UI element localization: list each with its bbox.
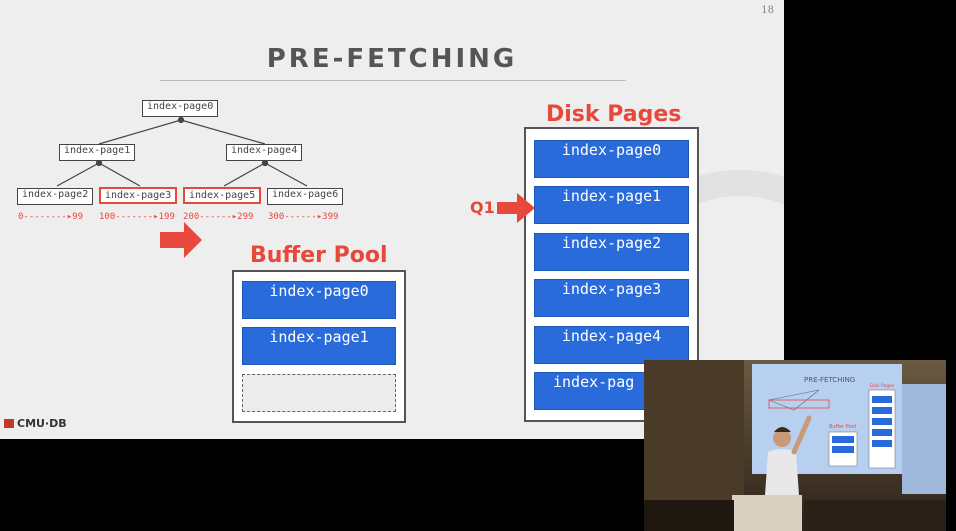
query-pointer-arrow-icon [497,193,535,223]
slide-title: PRE-FETCHING [266,44,518,74]
buffer-slot-empty [242,374,396,412]
key-range: 200------▸299 [183,212,254,222]
tree-leaf: index-page2 [17,188,94,205]
disk-page: index-page0 [534,140,689,178]
video-buffer-label: Buffer Pool [829,424,856,430]
speaker-video-overlay: PRE-FETCHING Buffer Pool Disk Pages [644,360,946,531]
tree-node-root: index-page0 [142,100,219,117]
disk-page: index-page4 [534,326,689,364]
key-range: 100-------▸199 [99,212,175,222]
tree-node-level1-left: index-page1 [59,144,136,161]
key-range: 300------▸399 [268,212,339,222]
disk-page: index-page2 [534,233,689,271]
tree-leaf-highlighted: index-page5 [183,187,262,204]
cmu-db-logo-text: CMU·DB [17,417,67,430]
cmu-logo-icon [4,419,14,428]
index-tree: index-page0 index-page1 index-page4 inde… [0,0,360,230]
disk-pages-label: Disk Pages [546,102,682,127]
key-range: 0--------▸99 [18,212,84,222]
title-divider [160,80,626,81]
tree-node-level1-right: index-page4 [226,144,303,161]
slide-number: 18 [761,5,774,16]
tree-leaf: index-page6 [267,188,344,205]
video-disk-label: Disk Pages [870,383,895,389]
disk-page: index-page1 [534,186,689,224]
tree-leaf-highlighted: index-page3 [99,187,178,204]
buffer-pool-panel: index-page0 index-page1 [232,270,406,423]
disk-page: index-page3 [534,279,689,317]
buffer-slot: index-page1 [242,327,396,365]
buffer-slot: index-page0 [242,281,396,319]
lecture-room-scene: PRE-FETCHING Buffer Pool Disk Pages [644,360,946,531]
buffer-pool-label: Buffer Pool [250,243,388,268]
video-slide-title: PRE-FETCHING [804,376,855,384]
query-label: Q1 [470,198,495,217]
scan-arrow-icon [160,222,202,258]
tree-edges [56,116,308,187]
cmu-db-logo: CMU·DB [4,417,67,430]
